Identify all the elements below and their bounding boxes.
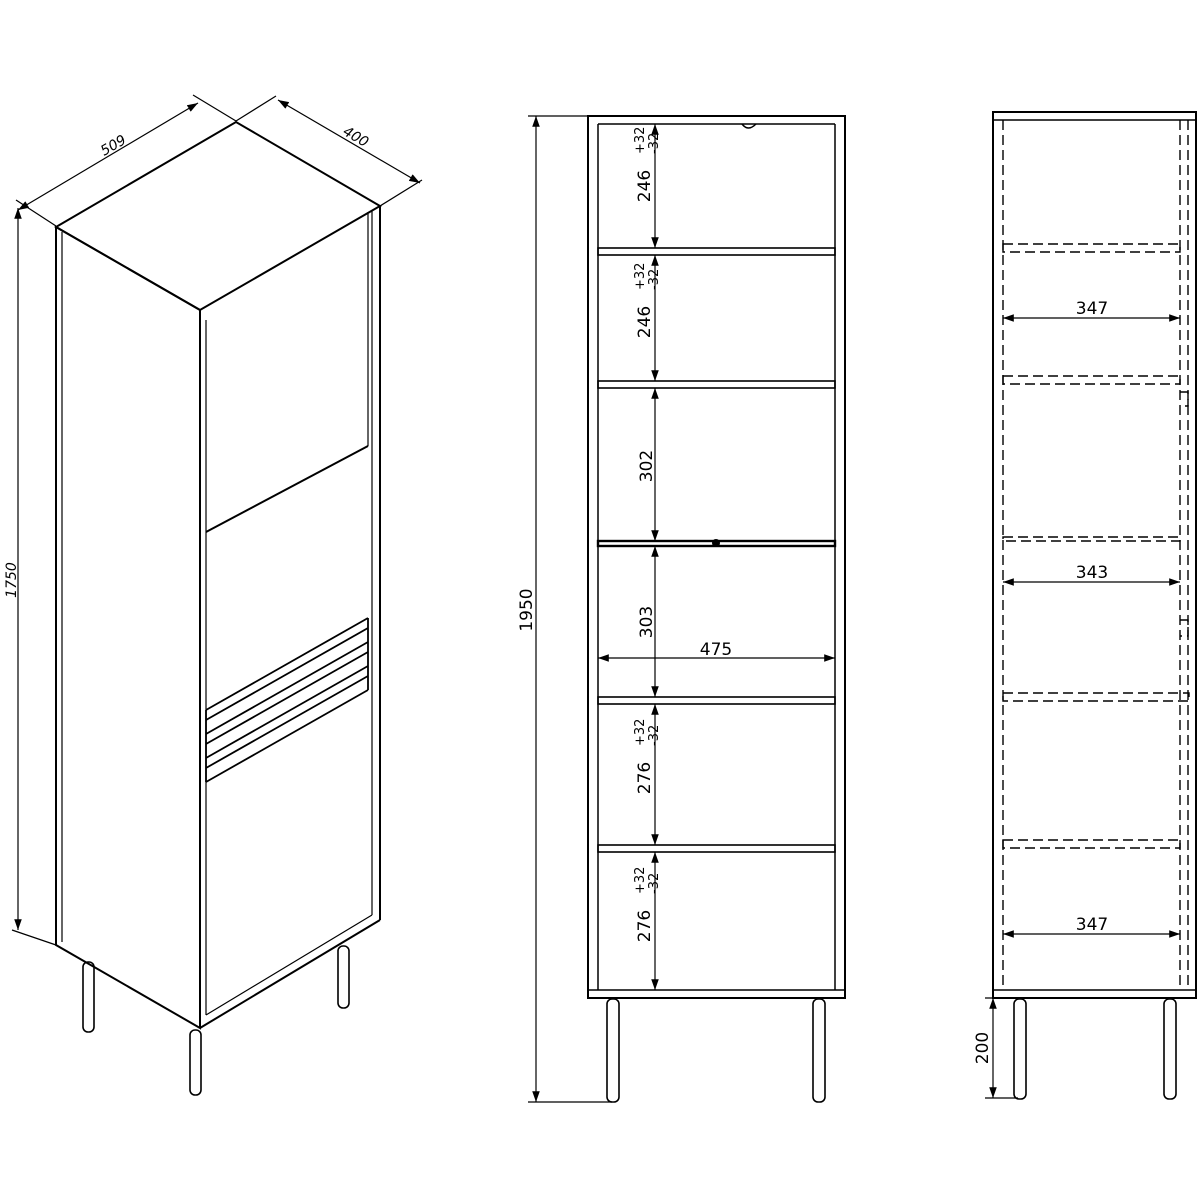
- front-shelves: [596, 247, 837, 853]
- compartment-label-6: 276 +32 -32: [633, 867, 662, 943]
- side-legs: [1013, 998, 1177, 1100]
- svg-text:-32: -32: [647, 269, 662, 290]
- svg-text:+32: +32: [633, 867, 648, 894]
- compartment-label-5: 276 +32 -32: [633, 719, 662, 795]
- iso-side-panel: [55, 225, 201, 1030]
- iso-height-label: 1750: [4, 562, 20, 598]
- front-legs: [606, 998, 826, 1103]
- compartment-label-4: 303: [637, 606, 657, 638]
- side-leg-height-label: 200: [973, 1032, 993, 1064]
- front-view: [587, 115, 846, 1103]
- side-shelf-depth-mid: 343: [1076, 563, 1108, 583]
- svg-text:-32: -32: [647, 133, 662, 154]
- svg-text:246: 246: [635, 170, 655, 202]
- side-shelf-depth-top: 347: [1076, 299, 1108, 319]
- svg-text:+32: +32: [633, 127, 648, 154]
- side-hidden-lines: [1002, 120, 1190, 990]
- side-carcass: [992, 111, 1197, 999]
- svg-text:246: 246: [635, 306, 655, 338]
- side-view: [992, 111, 1197, 1100]
- iso-dimensions: [11, 94, 423, 946]
- front-total-height-label: 1950: [517, 588, 537, 631]
- svg-text:+32: +32: [633, 719, 648, 746]
- side-dimensions: [985, 314, 1180, 1099]
- svg-text:276: 276: [635, 762, 655, 794]
- compartment-label-1: 246 +32 -32: [633, 127, 662, 203]
- side-shelf-depth-bottom: 347: [1076, 915, 1108, 935]
- svg-text:303: 303: [637, 606, 657, 638]
- front-inner-width-label: 475: [700, 640, 732, 660]
- iso-depth-label: 509: [98, 132, 129, 159]
- svg-text:-32: -32: [647, 873, 662, 894]
- iso-width-label: 400: [340, 124, 371, 151]
- isometric-view: [54, 120, 382, 1096]
- iso-legs: [82, 945, 350, 1096]
- iso-slat-panel: [205, 617, 369, 783]
- compartment-label-2: 246 +32 -32: [633, 263, 662, 339]
- front-carcass: [587, 115, 846, 999]
- iso-door-split: [205, 445, 369, 533]
- svg-text:276: 276: [635, 910, 655, 942]
- compartment-label-3: 302: [637, 450, 657, 482]
- svg-text:+32: +32: [633, 263, 648, 290]
- svg-text:-32: -32: [647, 725, 662, 746]
- front-dimensions: [528, 115, 835, 1103]
- svg-text:302: 302: [637, 450, 657, 482]
